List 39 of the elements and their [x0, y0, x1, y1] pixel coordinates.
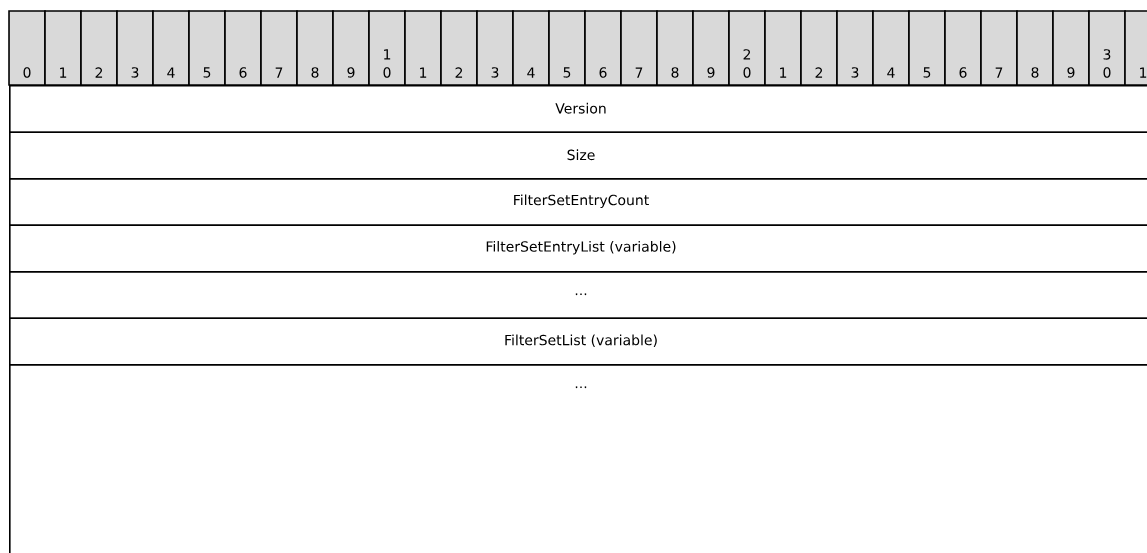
bit-number-cell: 7 — [260, 10, 298, 86]
bit-number-cell: 9 — [1052, 10, 1090, 86]
bit-number-cell: 9 — [332, 10, 370, 86]
bit-number-cell: 5 — [908, 10, 946, 86]
field-row: ... — [9, 364, 1147, 553]
bit-number-cell: 8 — [296, 10, 334, 86]
bit-number-cell: 1 — [764, 10, 802, 86]
bit-number-cell: 2 0 — [728, 10, 766, 86]
bit-number-cell: 3 — [836, 10, 874, 86]
bit-number-cell: 5 — [548, 10, 586, 86]
bit-number-cell: 2 — [800, 10, 838, 86]
field-row: FilterSetEntryList (variable) — [9, 224, 1147, 273]
bit-number-cell: 0 — [8, 10, 46, 86]
bit-number-cell: 6 — [944, 10, 982, 86]
bit-number-cell: 1 — [404, 10, 442, 86]
bit-number-cell: 2 — [440, 10, 478, 86]
bit-number-cell: 9 — [692, 10, 730, 86]
bit-number-cell: 2 — [80, 10, 118, 86]
field-row: Size — [9, 131, 1147, 180]
field-row: FilterSetEntryCount — [9, 178, 1147, 227]
bit-number-cell: 8 — [1016, 10, 1054, 86]
bit-number-cell: 1 0 — [368, 10, 406, 86]
bit-number-cell: 7 — [620, 10, 658, 86]
bit-number-cell: 7 — [980, 10, 1018, 86]
bit-number-cell: 4 — [152, 10, 190, 86]
bit-number-cell: 3 — [116, 10, 154, 86]
bit-number-cell: 3 0 — [1088, 10, 1126, 86]
field-row: ... — [9, 271, 1147, 320]
bit-number-cell: 1 — [44, 10, 82, 86]
field-row: Version — [9, 85, 1147, 134]
bit-number-cell: 5 — [188, 10, 226, 86]
bit-number-cell: 3 — [476, 10, 514, 86]
bit-number-cell: 8 — [656, 10, 694, 86]
bit-number-cell: 4 — [512, 10, 550, 86]
bit-number-cell: 6 — [584, 10, 622, 86]
bit-number-cell: 1 — [1124, 10, 1147, 86]
bit-number-cell: 6 — [224, 10, 262, 86]
field-row: FilterSetList (variable) — [9, 317, 1147, 366]
bit-number-cell: 4 — [872, 10, 910, 86]
